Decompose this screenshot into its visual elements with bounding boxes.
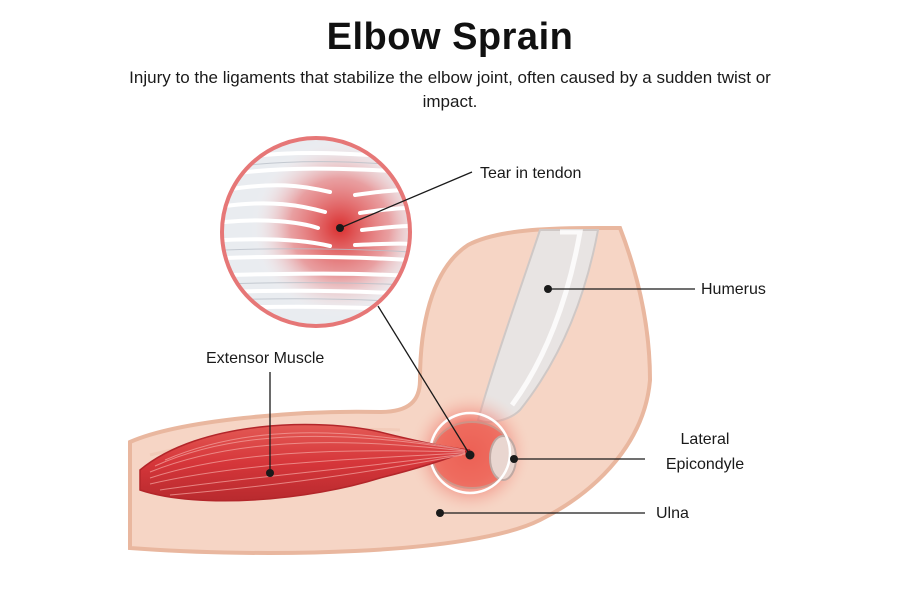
extensor-muscle bbox=[139, 423, 471, 502]
page-title: Elbow Sprain bbox=[326, 16, 574, 58]
humerus-dot bbox=[544, 285, 552, 293]
label-epicondyle: Epicondyle bbox=[666, 456, 744, 473]
leader-lines bbox=[269, 171, 695, 514]
humerus-highlight bbox=[509, 229, 583, 407]
page-subtitle: Injury to the ligaments that stabilize t… bbox=[129, 68, 771, 111]
extensor-dot bbox=[266, 469, 274, 477]
tear-dot bbox=[336, 224, 344, 232]
marker-dots bbox=[266, 224, 552, 517]
ulna-dot bbox=[436, 509, 444, 517]
epicondyle-dot bbox=[510, 455, 518, 463]
label-extensor-muscle: Extensor Muscle bbox=[206, 350, 324, 367]
label-tear-in-tendon: Tear in tendon bbox=[480, 165, 581, 182]
label-humerus: Humerus bbox=[701, 281, 766, 298]
label-ulna: Ulna bbox=[656, 505, 689, 522]
joint-dot bbox=[465, 450, 475, 460]
tendon-magnifier bbox=[220, 136, 412, 328]
label-lateral: Lateral bbox=[681, 431, 730, 448]
